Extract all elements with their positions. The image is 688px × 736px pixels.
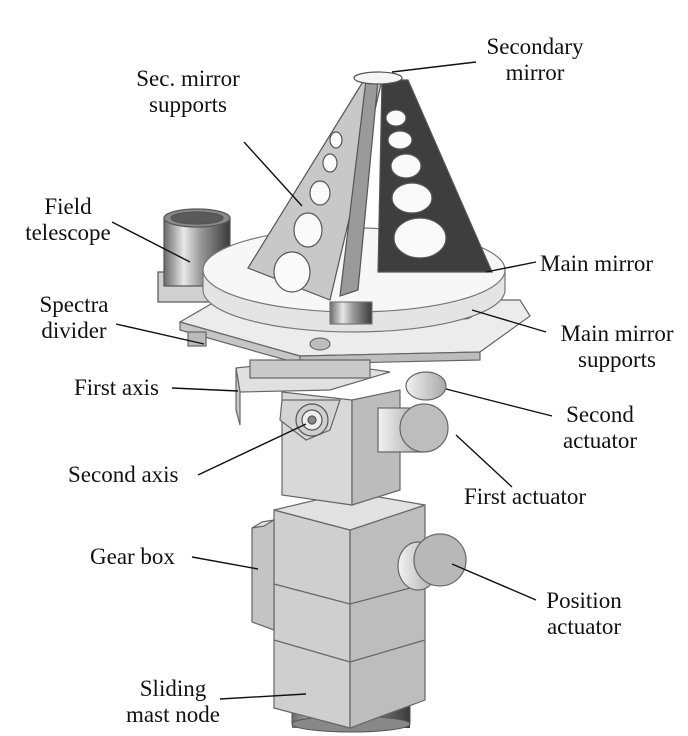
position-actuator-part <box>397 533 467 591</box>
leader-lines <box>111 61 553 700</box>
label-line: actuator <box>562 428 638 453</box>
label-line: actuator <box>546 614 622 639</box>
label-line: supports <box>149 92 227 117</box>
label-main-mirror: Main mirror <box>540 251 653 277</box>
label-line: telescope <box>25 220 111 245</box>
sec-mirror-supports-part <box>247 79 493 301</box>
label-spectra-divider: Spectra divider <box>30 292 118 344</box>
label-line: Sec. mirror <box>136 66 240 91</box>
column-body <box>273 491 426 729</box>
leader-first-axis <box>171 387 239 392</box>
leader-sliding-mast-node <box>219 693 307 700</box>
label-line: divider <box>41 318 107 343</box>
second-actuator-part <box>405 371 447 401</box>
label-line: First actuator <box>464 484 586 509</box>
leader-position-actuator <box>451 563 537 601</box>
label-line: Field <box>44 194 92 219</box>
field-telescope-part <box>157 208 231 303</box>
label-line: Position <box>546 588 622 613</box>
label-line: Main mirror <box>540 251 654 276</box>
label-line: First axis <box>74 375 159 400</box>
label-line: Sliding <box>139 676 207 701</box>
label-line: Second <box>566 402 634 427</box>
label-line: mast node <box>126 702 220 727</box>
gear-box-part <box>251 519 275 631</box>
label-second-actuator: Second actuator <box>550 402 650 454</box>
leader-field-telescope <box>111 221 191 263</box>
leader-second-axis <box>197 423 307 476</box>
label-first-axis: First axis <box>74 375 159 401</box>
leader-main-mirror <box>485 261 537 273</box>
leader-first-actuator <box>455 434 513 488</box>
leader-gear-box <box>191 556 259 570</box>
label-line: supports <box>578 347 656 372</box>
label-sec-mirror-supports: Sec. mirror supports <box>124 66 252 118</box>
second-axis-part <box>295 403 329 437</box>
label-sliding-mast-node: Sliding mast node <box>114 676 232 728</box>
label-secondary-mirror: Secondary mirror <box>478 34 592 86</box>
first-actuator-part <box>377 403 449 453</box>
label-first-actuator: First actuator <box>464 484 586 510</box>
secondary-mirror-part <box>353 71 403 85</box>
label-gear-box: Gear box <box>90 544 175 570</box>
label-line: Second axis <box>68 462 179 487</box>
label-line: Main mirror <box>560 321 674 346</box>
label-main-mirror-supports: Main mirror supports <box>548 321 686 373</box>
leader-sec-mirror-supports <box>243 141 303 207</box>
leader-spectra-divider <box>115 323 205 345</box>
label-line: mirror <box>505 60 565 85</box>
label-position-actuator: Position actuator <box>536 588 632 640</box>
leader-second-actuator <box>445 388 553 417</box>
label-line: Spectra <box>39 292 109 317</box>
leader-main-mirror-supports <box>471 309 547 333</box>
label-line: Gear box <box>90 544 175 569</box>
leader-secondary-mirror <box>391 61 477 73</box>
label-second-axis: Second axis <box>68 462 179 488</box>
label-field-telescope: Field telescope <box>18 194 118 246</box>
label-line: Secondary <box>486 34 584 59</box>
